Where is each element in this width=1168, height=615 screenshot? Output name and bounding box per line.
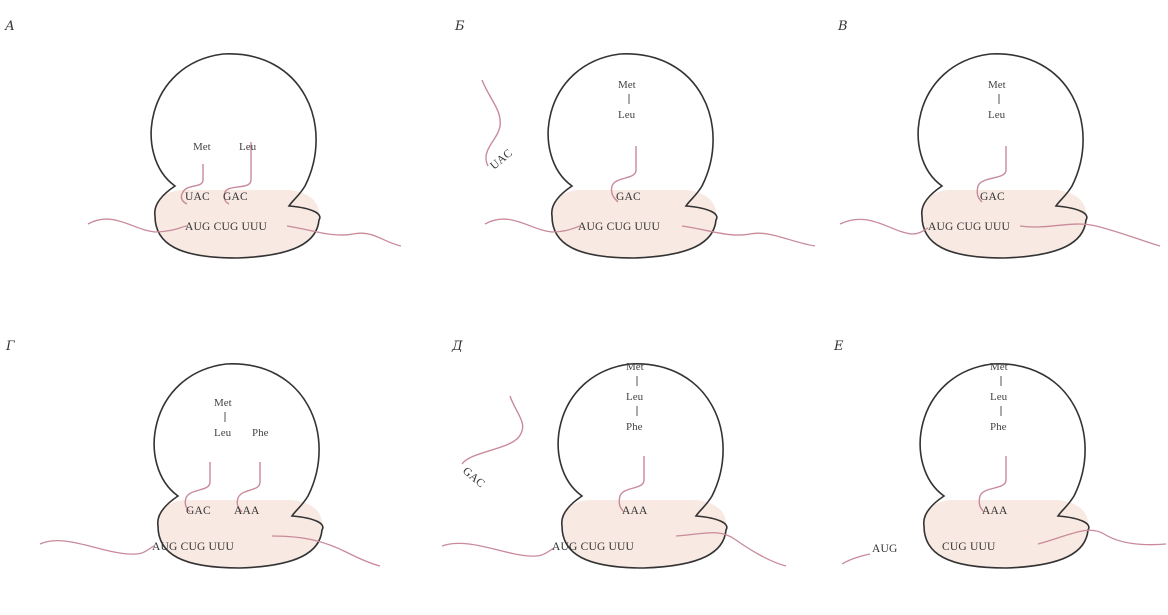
mrna-codons: AUG CUG UUU xyxy=(152,541,235,553)
aa-met: Met xyxy=(990,361,1008,373)
aa-leu: Leu xyxy=(618,109,636,121)
trna-free xyxy=(482,80,500,166)
panel-a: А AUG CUG UUU Met Leu UAC GAC xyxy=(4,19,401,258)
aa-met: Met xyxy=(618,79,636,91)
aa-met: Met xyxy=(214,397,232,409)
anticodon-2: GAC xyxy=(223,191,248,203)
aa-leu: Leu xyxy=(214,427,232,439)
aa-leu: Leu xyxy=(239,141,257,153)
panel-letter-b: Б xyxy=(454,19,465,34)
anticodon-1: UAC xyxy=(185,191,210,203)
free-trna-anticodon: GAC xyxy=(460,465,487,490)
aa-met: Met xyxy=(193,141,211,153)
free-trna-anticodon: UAC xyxy=(488,147,515,172)
aa-met: Met xyxy=(988,79,1006,91)
panel-e: Д AUG CUG UUU Met Leu Phe AAA GAC xyxy=(442,339,786,568)
anticodon-2: AAA xyxy=(234,505,260,517)
mrna-codons: AUG CUG UUU xyxy=(928,221,1011,233)
aa-leu: Leu xyxy=(990,391,1008,403)
anticodon: GAC xyxy=(980,191,1005,203)
mrna-codons: AUG CUG UUU xyxy=(185,221,268,233)
anticodon: AAA xyxy=(622,505,648,517)
aa-phe: Phe xyxy=(626,421,643,433)
panel-letter-a: А xyxy=(4,19,15,34)
aa-met: Met xyxy=(626,361,644,373)
aa-leu: Leu xyxy=(626,391,644,403)
panel-letter-f: Е xyxy=(833,339,844,354)
panel-d: Г AUG CUG UUU Met Leu Phe GAC AAA xyxy=(5,339,380,568)
panel-b: Б AUG CUG UUU Met Leu GAC UAC xyxy=(454,19,815,258)
mrna-codons: AUG CUG UUU xyxy=(578,221,661,233)
anticodon: GAC xyxy=(616,191,641,203)
mrna-right: CUG UUU xyxy=(942,541,996,553)
aa-phe: Phe xyxy=(252,427,269,439)
mrna-left: AUG xyxy=(872,543,898,555)
aa-phe: Phe xyxy=(990,421,1007,433)
panel-letter-d: Г xyxy=(5,339,15,354)
panel-c: В AUG CUG UUU Met Leu GAC xyxy=(837,19,1160,258)
anticodon: AAA xyxy=(982,505,1008,517)
anticodon-1: GAC xyxy=(186,505,211,517)
panel-letter-c: В xyxy=(837,19,848,34)
panel-f: Е AUG CUG UUU Met Leu Phe AAA xyxy=(833,339,1166,568)
mrna-codons: AUG CUG UUU xyxy=(552,541,635,553)
panel-letter-e: Д xyxy=(451,339,463,354)
aa-leu: Leu xyxy=(988,109,1006,121)
trna-free xyxy=(462,396,523,464)
